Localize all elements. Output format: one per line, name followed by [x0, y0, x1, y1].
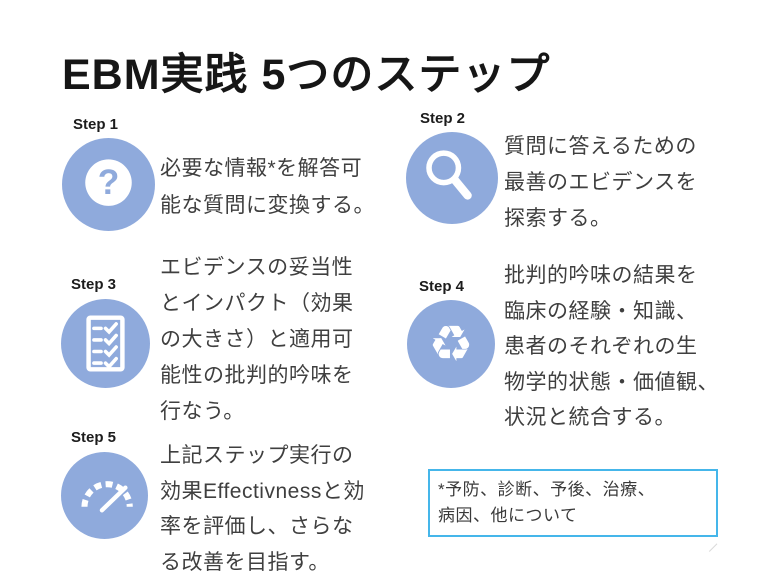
footnote-text: *予防、診断、予後、治療、 病因、他について	[438, 480, 656, 525]
step-1-label: Step 1	[73, 116, 119, 133]
question-glyph: ?	[98, 163, 120, 202]
footnote-box: *予防、診断、予後、治療、 病因、他について	[428, 469, 718, 537]
step-1-text: 必要な情報*を解答可 能な質問に変換する。	[160, 157, 375, 217]
step-3-label: Step 3	[71, 276, 117, 293]
gauge-icon	[61, 452, 148, 539]
slide-title: EBM実践 5つのステップ	[62, 51, 551, 99]
step-2-label: Step 2	[420, 110, 466, 127]
artifact-mark	[708, 543, 719, 553]
step-4-text: 批判的吟味の結果を 臨床の経験・知識、 患者のそれぞれの生 物学的状態・価値観、…	[504, 264, 719, 429]
recycle-icon: ♻	[407, 300, 495, 388]
step-3-text: エビデンスの妥当性 とインパクト（効果 の大きさ）と適用可 能性の批判的吟味を …	[160, 256, 354, 423]
step-5-text: 上記ステップ実行の 効果Effectivnessと効 率を評価し、さらな る改善…	[160, 444, 365, 574]
step-4-label: Step 4	[419, 278, 465, 295]
question-icon: ?	[62, 138, 155, 231]
step-5-label: Step 5	[71, 429, 117, 446]
search-icon	[406, 132, 498, 224]
recycle-glyph: ♻	[428, 315, 474, 373]
checklist-icon	[61, 299, 150, 388]
step-2-text: 質問に答えるための 最善のエビデンスを 探索する。	[504, 135, 698, 230]
